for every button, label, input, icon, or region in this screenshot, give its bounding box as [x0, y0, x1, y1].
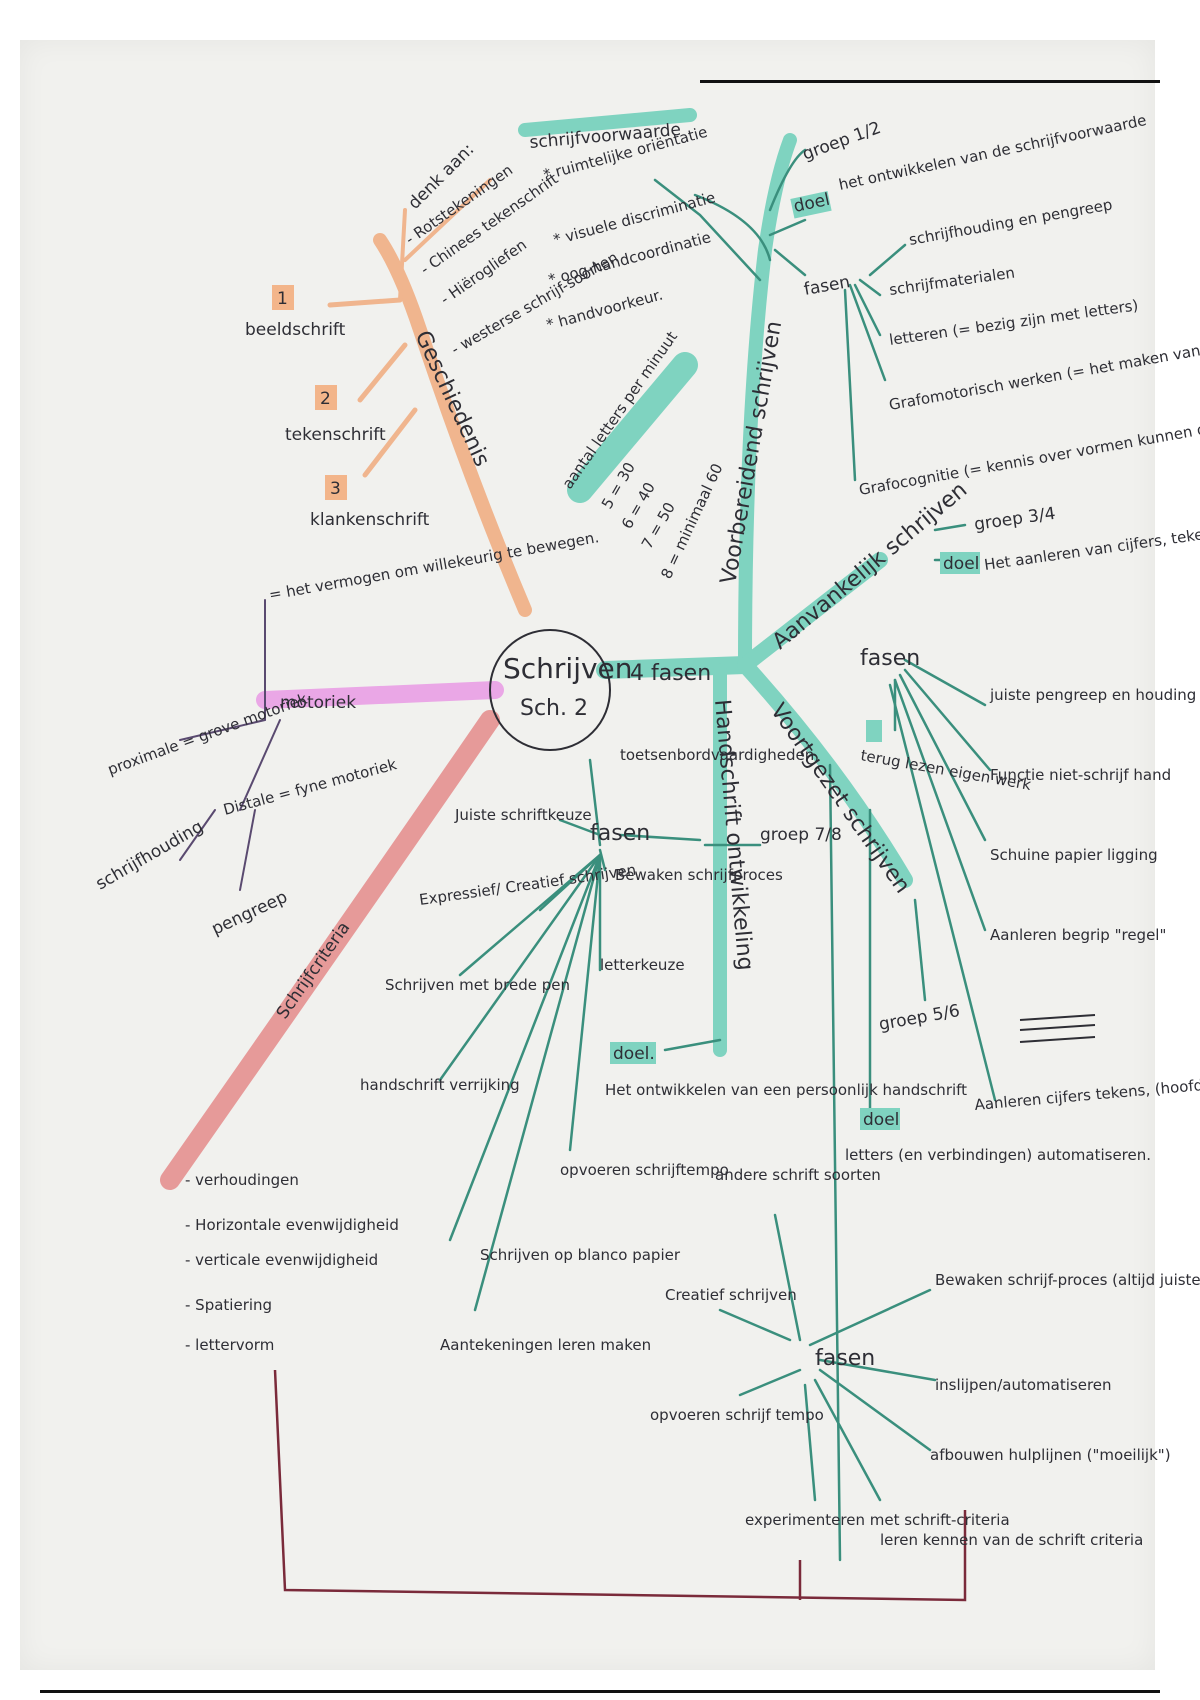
aanvankelijk-groep: groep 3/4: [973, 504, 1057, 535]
voorbereidend-item-2: schrijfmaterialen: [888, 264, 1016, 299]
voortgezet-item-8: andere schrift soorten: [715, 1166, 881, 1184]
voorbereidend-doel-tag-bg: [790, 191, 832, 219]
handschrift-item-7: Schrijven met brede pen: [385, 976, 570, 994]
center-node: Schrijven Sch. 2: [489, 629, 633, 751]
handschrift-groep: groep 7/8: [760, 825, 842, 845]
distale-label: Distale = fyne motoriek: [221, 755, 398, 819]
handschrift-doel-tag-bg: [610, 1042, 656, 1064]
criteria-item-1: - verhoudingen: [185, 1171, 299, 1189]
handschrift-doel-tag: doel.: [613, 1044, 655, 1064]
teal-branches: [518, 108, 913, 1057]
triple-line-mark: [1019, 1014, 1096, 1043]
handschrift-item-9: Juiste schriftkeuze: [454, 806, 592, 824]
voortgezet-item-7: Creatief schrijven: [665, 1286, 797, 1304]
voorbereidend-item-5: Grafocognitie (= kennis over vormen kunn…: [858, 408, 1200, 499]
pink-branch: [256, 681, 504, 709]
handschrift-item-10: toetsenbordvaardigheden: [620, 746, 814, 764]
handschrift-item-3: opvoeren schrijftempo: [560, 1161, 729, 1179]
proximale-label: proximale = grove motoriek: [105, 690, 310, 779]
red-branch: [160, 710, 500, 1190]
motoriek-definition: = het vermogen om willekeurig te bewegen…: [268, 528, 601, 604]
handschrift-item-8: Expressief/ Creatief schrijven: [418, 861, 637, 909]
type-num-3: 3: [330, 479, 341, 499]
handschrift-item-5: Aantekeningen leren maken: [440, 1336, 651, 1354]
type-label-1: beeldschrift: [245, 320, 346, 340]
voortgezet-item-2: inslijpen/automatiseren: [935, 1376, 1112, 1394]
four-phases-label: 4 fasen: [630, 661, 711, 686]
aanvankelijk-fasen: fasen: [860, 646, 920, 671]
aanvankelijk-doel: Het aanleren van cijfers, tekens, (hoofd…: [983, 489, 1200, 574]
handschrift-item-1: Bewaken schrijfproces: [615, 866, 783, 884]
voortgezet-fasen: fasen: [815, 1346, 875, 1371]
voortgezet-doel: letters (en verbindingen) automatiseren.: [845, 1146, 1151, 1164]
voortgezet-item-6: opvoeren schrijf tempo: [650, 1406, 824, 1424]
type-num-1: 1: [277, 289, 288, 309]
aanvankelijk-item-4: Aanleren begrip "regel": [990, 926, 1166, 944]
aanvankelijk-doel-tag-bg: [940, 552, 980, 574]
aanvankelijk-doel-tag: doel: [943, 554, 979, 574]
center-subtitle: Sch. 2: [520, 696, 588, 721]
bottom-rule: [40, 1690, 1160, 1693]
handschrift-item-2: letterkeuze: [600, 956, 685, 974]
handschrift-doel: Het ontwikkelen van een persoonlijk hand…: [605, 1081, 967, 1099]
voortgezet-label: Voortgezet schrijven: [765, 699, 915, 898]
handschrift-item-6: handschrift verrijking: [360, 1076, 520, 1094]
voortgezet-item-4: leren kennen van de schrift criteria: [880, 1531, 1143, 1549]
voorbereidend-item-1: schrijfhouding en pengreep: [908, 195, 1114, 249]
paper-sheet: [20, 40, 1155, 1670]
criteria-label: Schrijfcriteria: [273, 918, 355, 1023]
voorbereidend-item-3: letteren (= bezig zijn met letters): [888, 296, 1139, 349]
criteria-item-3: - verticale evenwijdigheid: [185, 1251, 378, 1269]
voortgezet-item-5: experimenteren met schrift-criteria: [745, 1511, 1010, 1529]
schrijfhouding-label: schrijfhouding: [93, 817, 207, 895]
handschrift-item-4: Schrijven op blanco papier: [480, 1246, 681, 1264]
voortgezet-doel-tag: doel: [863, 1110, 899, 1130]
center-title: Schrijven: [503, 652, 633, 685]
type-num-2: 2: [320, 389, 331, 409]
voorbereidend-groep: groep 1/2: [800, 118, 884, 165]
type-badge-3: [325, 475, 347, 500]
criteria-item-4: - Spatiering: [185, 1296, 272, 1314]
voortgezet-doel-tag-bg: [860, 1108, 900, 1130]
motoriek-label: motoriek: [280, 693, 356, 713]
aanvankelijk-item-5: Aanleren cijfers tekens, (hoofd) letters…: [974, 1061, 1200, 1114]
type-badge-2: [315, 385, 337, 410]
voorbereidend-doel-tag: doel: [792, 190, 832, 217]
aanvankelijk-item-3: Schuine papier ligging: [990, 846, 1158, 864]
type-label-2: tekenschrift: [285, 425, 386, 445]
connector-lines: [438, 148, 997, 1562]
criteria-item-2: - Horizontale evenwijdigheid: [185, 1216, 399, 1234]
aanvankelijk-item-6-badge: [866, 720, 882, 742]
top-rule: [700, 80, 1160, 83]
criteria-item-5: - lettervorm: [185, 1336, 274, 1354]
aanvankelijk-item-1: juiste pengreep en houding: [989, 686, 1196, 704]
voortgezet-item-1: Bewaken schrijf-proces (altijd juiste ho…: [935, 1271, 1200, 1289]
criteria-bracket: [273, 1369, 967, 1602]
handschrift-fasen: fasen: [590, 821, 650, 846]
type-label-3: klankenschrift: [310, 510, 430, 530]
aanvankelijk-item-2: Functie niet-schrijf hand: [990, 766, 1171, 784]
voortgezet-item-3: afbouwen hulplijnen ("moeilijk"): [930, 1446, 1171, 1464]
voortgezet-groep: groep 5/6: [877, 1001, 961, 1035]
pengreep-label: pengreep: [209, 887, 291, 939]
type-badge-1: [272, 285, 294, 310]
voorbereidend-doel: het ontwikkelen van de schrijfvoorwaarde: [837, 111, 1148, 194]
motoriek-lines: [179, 599, 281, 891]
orange-branch: [327, 178, 532, 617]
